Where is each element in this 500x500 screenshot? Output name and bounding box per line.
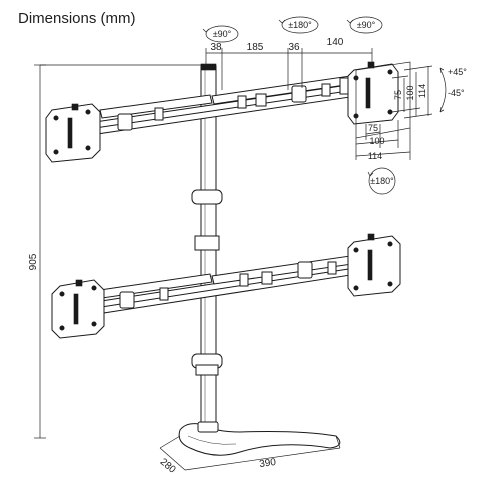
vesa-dimension-diagram: 75 100 114 75 100 114 +45° -45° ±180°	[355, 61, 467, 195]
base-width-label: 390	[259, 457, 277, 470]
svg-text:±90°: ±90°	[213, 29, 232, 39]
base: 280 390	[158, 421, 341, 476]
vesa-plate-bottom-left	[51, 279, 105, 339]
arm-joint-label: 36	[288, 42, 300, 53]
arm-segment1-label: 185	[247, 42, 264, 53]
vesa-plate-top-left	[45, 103, 101, 163]
vesa-plate-top-right	[347, 61, 399, 125]
vesa-plate-bottom-right	[347, 233, 401, 297]
tilt-up-label: +45°	[448, 67, 467, 77]
vesa-width-100: 100	[369, 136, 384, 146]
tilt-down-label: -45°	[448, 88, 465, 98]
upper-arm	[94, 75, 358, 135]
height-dimension: 905	[28, 64, 205, 439]
diagram-title: Dimensions (mm)	[18, 10, 136, 27]
vesa-height-75: 75	[393, 90, 403, 100]
height-label: 905	[28, 253, 39, 270]
rotation-symbol-middle: ±180°	[278, 16, 319, 34]
vesa-width-114: 114	[368, 151, 382, 161]
arm-offset-label: 38	[210, 42, 222, 53]
pole	[191, 63, 223, 431]
vesa-height-100: 100	[405, 85, 415, 100]
rotation-symbol-right: ±90°	[346, 16, 383, 34]
rotation-symbol-left: ±90°	[202, 25, 239, 43]
plate-rotation-label: ±180°	[370, 176, 394, 186]
lower-arm	[94, 255, 358, 315]
vesa-width-75: 75	[368, 123, 378, 133]
svg-text:±180°: ±180°	[288, 20, 312, 30]
vesa-height-114: 114	[417, 84, 427, 98]
arm-segment2-label: 140	[327, 37, 344, 48]
arm-dimensions: 38 185 36 140	[205, 37, 373, 90]
svg-text:±90°: ±90°	[357, 20, 376, 30]
base-depth-label: 280	[158, 457, 178, 476]
